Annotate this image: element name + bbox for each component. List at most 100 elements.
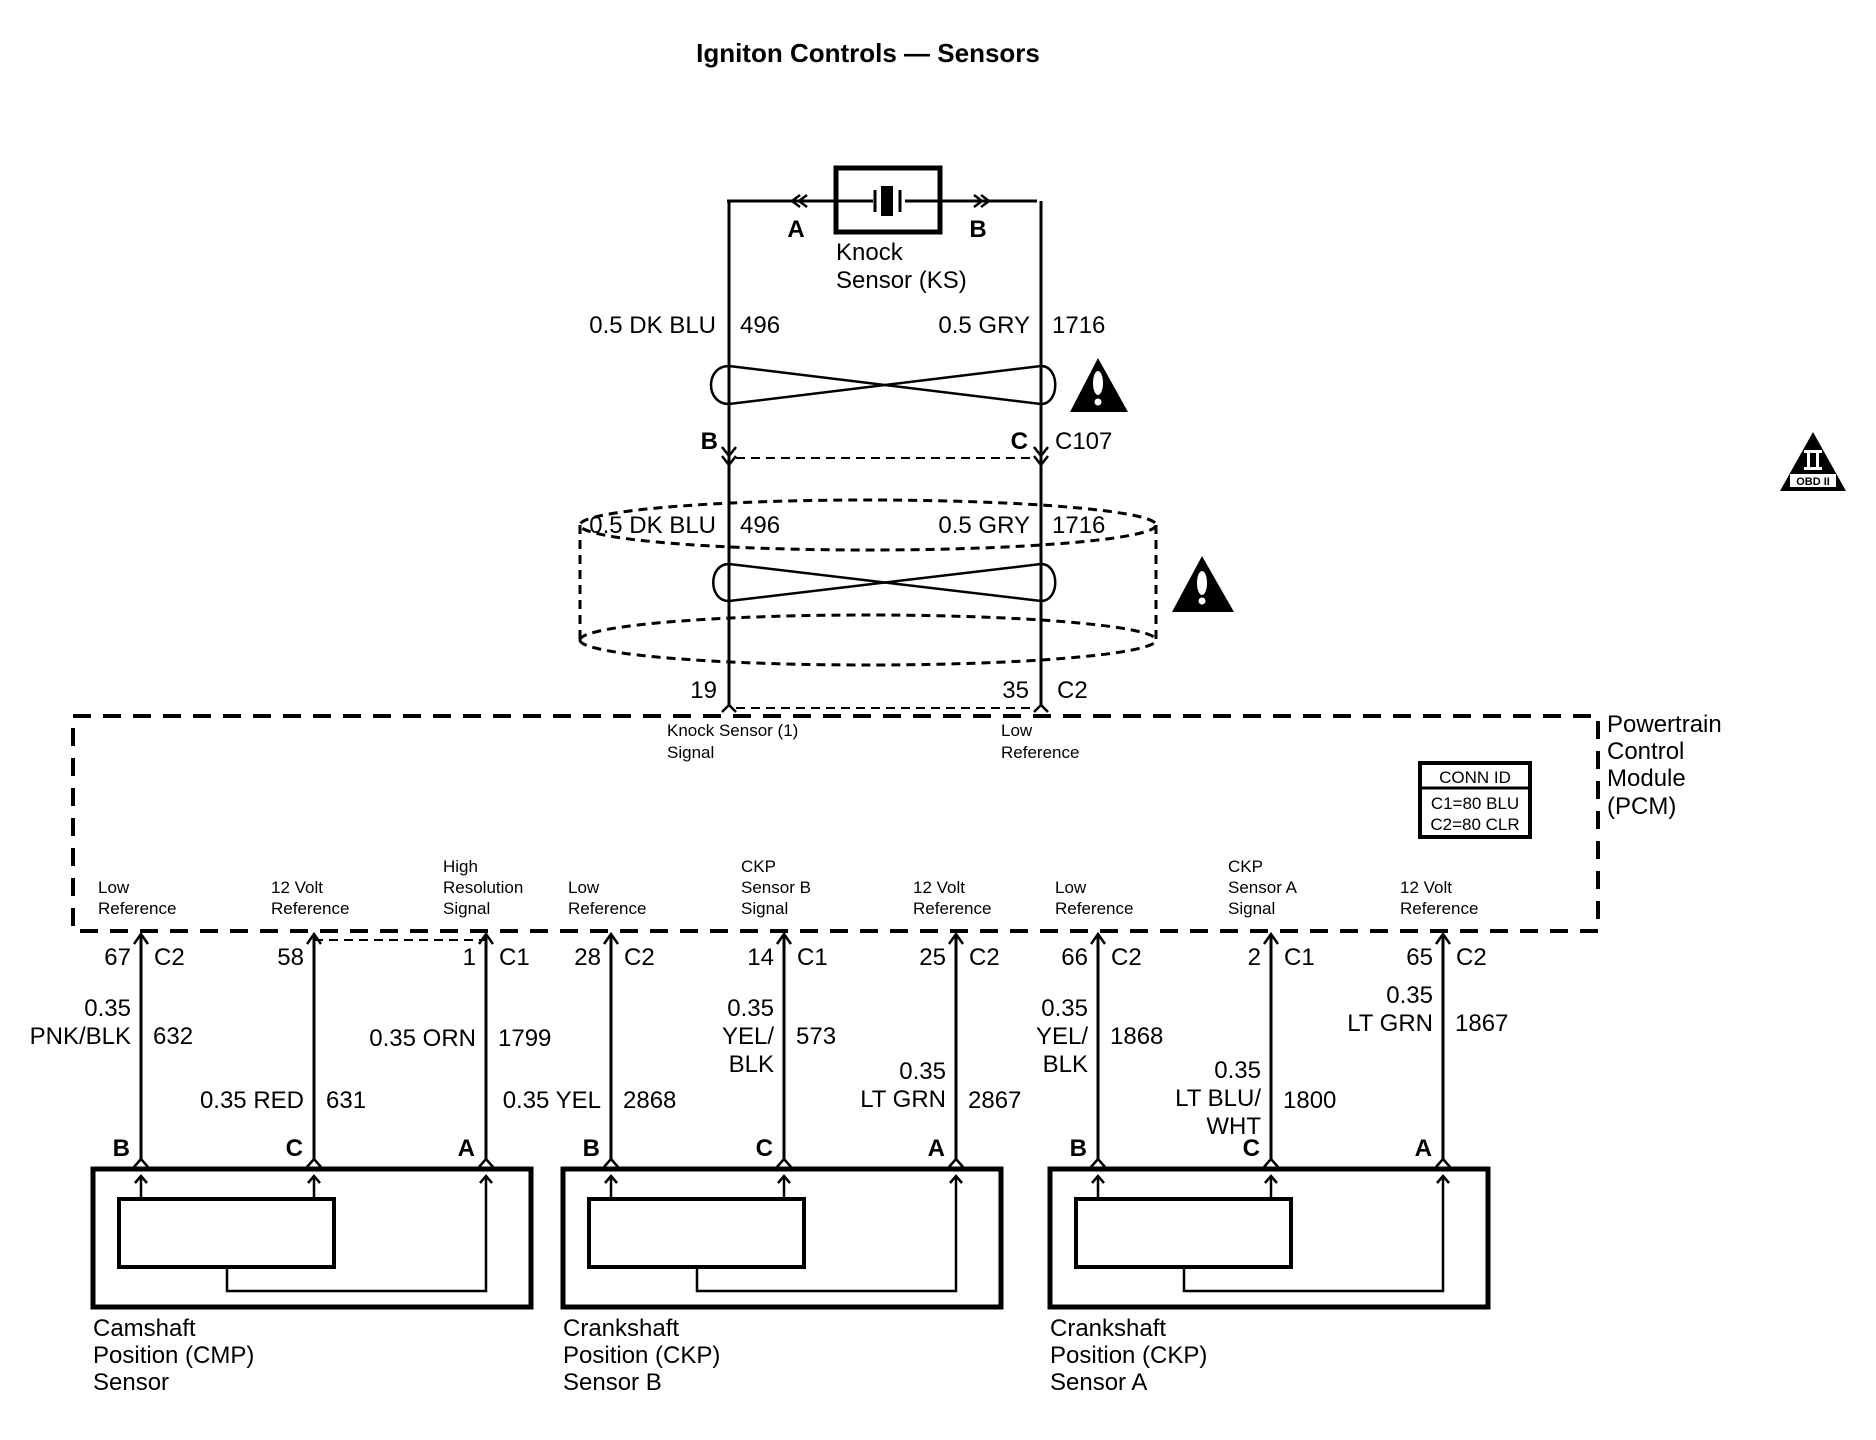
c107-left-pin: B bbox=[701, 428, 718, 455]
sensor-outline bbox=[560, 1166, 1004, 1310]
pcm-func-lowref-line2: Reference bbox=[1001, 743, 1079, 762]
wire-circuit-number: 631 bbox=[326, 1087, 366, 1114]
wire-circuit-number: 2868 bbox=[623, 1087, 676, 1114]
pcm-pin-35: 35 bbox=[1002, 677, 1029, 704]
wire-color-label: LT BLU/ bbox=[1175, 1085, 1261, 1112]
pin-connector: C2 bbox=[1456, 944, 1487, 971]
wire-color-label: 0.35 RED bbox=[200, 1087, 304, 1114]
sensor-name: Position (CKP) bbox=[1050, 1342, 1207, 1369]
wire-circuit-number: 2867 bbox=[968, 1087, 1021, 1114]
wire-color-label: LT GRN bbox=[860, 1086, 946, 1113]
pin-function-label: Low bbox=[1055, 878, 1087, 897]
pin-connector: C2 bbox=[969, 944, 1000, 971]
svg-text:Control: Control bbox=[1607, 738, 1684, 765]
diagram-title: Igniton Controls — Sensors bbox=[696, 38, 1040, 68]
sensor-name: Crankshaft bbox=[1050, 1315, 1166, 1342]
pin-number: 1 bbox=[463, 944, 476, 971]
pin-connector: C2 bbox=[624, 944, 655, 971]
pcm-module-box bbox=[71, 714, 1600, 933]
svg-text:OBD II: OBD II bbox=[1796, 476, 1830, 488]
wire-color-label: 0.35 bbox=[1214, 1057, 1261, 1084]
svg-text:(PCM): (PCM) bbox=[1607, 793, 1676, 820]
conn-id-header: CONN ID bbox=[1439, 768, 1511, 787]
pin-number: 67 bbox=[104, 944, 131, 971]
pin-function-label: Signal bbox=[741, 899, 788, 918]
sensor-pin-letter: B bbox=[583, 1135, 600, 1162]
sensor-pin-letter: A bbox=[928, 1135, 945, 1162]
pin-function-label: Signal bbox=[1228, 899, 1275, 918]
wire-color-label: 0.35 YEL bbox=[503, 1087, 601, 1114]
wire-color-label: 0.35 bbox=[1386, 982, 1433, 1009]
wire-circuit-number: 632 bbox=[153, 1023, 193, 1050]
wire-color-label: 0.35 bbox=[1041, 995, 1088, 1022]
conn-id-c2: C2=80 CLR bbox=[1430, 815, 1519, 834]
pin-function-label: Reference bbox=[98, 899, 176, 918]
wire-circuit-number: 1799 bbox=[498, 1025, 551, 1052]
sensor-element bbox=[587, 1197, 806, 1269]
warning-icon bbox=[1172, 556, 1234, 612]
c107-name: C107 bbox=[1055, 428, 1112, 455]
sensor-pin-letter: C bbox=[756, 1135, 773, 1162]
c107-right-pin: C bbox=[1011, 428, 1028, 455]
wire-color-label: LT GRN bbox=[1347, 1010, 1433, 1037]
wire-circuit-number: 573 bbox=[796, 1023, 836, 1050]
pcm-func-knock-line2: Signal bbox=[667, 743, 714, 762]
upper-wire-right-color: 0.5 GRY bbox=[938, 312, 1030, 339]
pcm-top-connector-c2: C2 bbox=[1057, 677, 1088, 704]
sensor-name: Camshaft bbox=[93, 1315, 196, 1342]
pin-connector: C2 bbox=[1111, 944, 1142, 971]
pin-function-label: Reference bbox=[271, 899, 349, 918]
lower-wire-left-color: 0.5 DK BLU bbox=[589, 512, 716, 539]
wire-color-label: WHT bbox=[1206, 1113, 1261, 1140]
pin-number: 65 bbox=[1406, 944, 1433, 971]
conn-id-box: CONN ID C1=80 BLU C2=80 CLR bbox=[1418, 761, 1532, 839]
pin-number: 28 bbox=[574, 944, 601, 971]
pin-connector: C1 bbox=[1284, 944, 1315, 971]
pin-connector: C2 bbox=[154, 944, 185, 971]
sensor-element bbox=[117, 1197, 336, 1269]
knock-sensor-pin-a: A bbox=[787, 216, 804, 243]
lower-wire-left-circuit: 496 bbox=[740, 512, 780, 539]
sensor-outline bbox=[90, 1166, 534, 1310]
pin-number: 66 bbox=[1061, 944, 1088, 971]
sensor-pin-letter: A bbox=[458, 1135, 475, 1162]
lower-wire-right-circuit: 1716 bbox=[1052, 512, 1105, 539]
wire-circuit-number: 1868 bbox=[1110, 1023, 1163, 1050]
sensor-name: Sensor bbox=[93, 1369, 169, 1396]
svg-text:Powertrain: Powertrain bbox=[1607, 711, 1722, 738]
pin-connector: C1 bbox=[797, 944, 828, 971]
wire-color-label: PNK/BLK bbox=[30, 1023, 131, 1050]
wire-color-label: BLK bbox=[729, 1051, 774, 1078]
upper-wire-left-circuit: 496 bbox=[740, 312, 780, 339]
pin-function-label: Resolution bbox=[443, 878, 523, 897]
wire-circuit-number: 1800 bbox=[1283, 1087, 1336, 1114]
knock-sensor-label-line1: Knock bbox=[836, 239, 904, 266]
twisted-pair-lower-icon bbox=[712, 562, 1057, 603]
knock-sensor-label-line2: Sensor (KS) bbox=[836, 267, 967, 294]
pin-number: 58 bbox=[277, 944, 304, 971]
shield-icon bbox=[578, 498, 1158, 667]
knock-sensor-connector-b-icon bbox=[973, 194, 992, 208]
knock-sensor-pin-b: B bbox=[969, 216, 986, 243]
obd-ii-icon: OBD II bbox=[1780, 432, 1846, 491]
svg-text:Module: Module bbox=[1607, 765, 1686, 792]
knock-sensor: A B Knock Sensor (KS) bbox=[727, 165, 1037, 294]
connector-c107: B C C107 bbox=[701, 428, 1112, 468]
wire-color-label: 0.35 bbox=[84, 995, 131, 1022]
wire-color-label: YEL/ bbox=[1036, 1023, 1088, 1050]
pin-function-label: Reference bbox=[913, 899, 991, 918]
lower-wire-right-color: 0.5 GRY bbox=[938, 512, 1030, 539]
pcm-func-knock-line1: Knock Sensor (1) bbox=[667, 721, 798, 740]
pin-connector: C1 bbox=[499, 944, 530, 971]
sensor-pin-letter: C bbox=[1243, 1135, 1260, 1162]
wire-color-label: BLK bbox=[1043, 1051, 1088, 1078]
